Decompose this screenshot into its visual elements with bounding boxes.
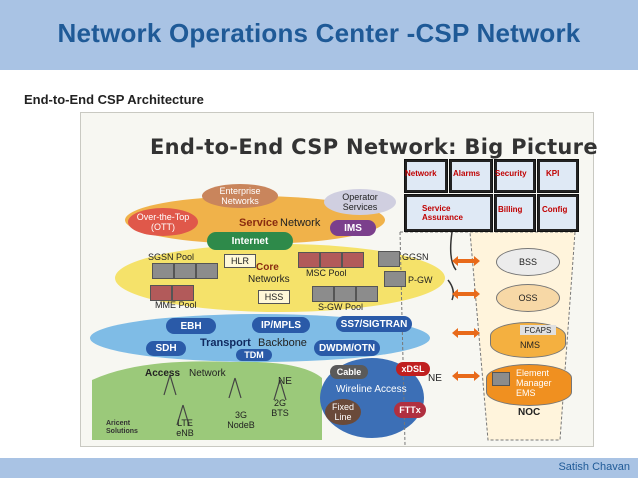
sgw-pool-label: S-GW Pool (318, 302, 364, 312)
slide-title: Network Operations Center -CSP Network (57, 18, 581, 48)
noc-label-billing: Billing (498, 205, 523, 214)
noc-screen-billing (494, 194, 536, 232)
hlr-box: HLR (224, 254, 256, 268)
sgw-server (356, 286, 378, 302)
sgsn-server (196, 263, 218, 279)
bss-layer: BSS (496, 248, 560, 276)
ne-label-right: NE (428, 373, 442, 384)
oss-layer: OSS (496, 284, 560, 312)
ggsn-label: GGSN (402, 252, 429, 262)
noc-label-config: Config (542, 205, 568, 214)
noc-label-security: Security (495, 169, 527, 178)
dwdm-pill: DWDM/OTN (314, 340, 380, 356)
noc-screen-security (494, 159, 536, 193)
arrow-bss (452, 256, 480, 266)
noc-screen-alarms (449, 159, 493, 193)
enterprise-networks-bubble: Enterprise Networks (202, 184, 278, 208)
noc-label-service-assurance: Service Assurance (422, 204, 463, 222)
sgsn-server (152, 263, 174, 279)
mme-server (172, 285, 194, 301)
arrow-ems (452, 371, 480, 381)
noc-screen-network (404, 159, 448, 193)
noc-label: NOC (518, 407, 541, 418)
ims-pill: IMS (330, 220, 376, 236)
sdh-pill: SDH (146, 341, 186, 356)
enb-label: LTE eNB (176, 418, 194, 438)
fixed-line-bubble: Fixed Line (325, 399, 361, 425)
access-label-bold: Access (145, 368, 181, 379)
xdsl-pill: xDSL (396, 362, 430, 376)
ems-server-icon (492, 372, 510, 386)
nms-label: NMS (520, 340, 540, 350)
ggsn-server (378, 251, 400, 267)
noc-label-kpi: KPI (546, 169, 560, 178)
service-label-bold: Service (239, 217, 279, 229)
sgsn-pool-label: SGSN Pool (148, 252, 195, 262)
vendor-logo: Aricent Solutions (106, 420, 138, 435)
pgw-label: P-GW (408, 275, 433, 285)
arrow-oss (452, 289, 480, 299)
noc-screen-service-assurance (404, 194, 493, 232)
noc-label-alarms: Alarms (453, 169, 481, 178)
tdm-pill: TDM (236, 349, 272, 361)
arrow-nms (452, 328, 480, 338)
internet-pill: Internet (207, 232, 293, 250)
access-cloud (92, 361, 322, 440)
fcaps-box: FCAPS (520, 325, 556, 335)
sgw-server (334, 286, 356, 302)
sgw-server (312, 286, 334, 302)
core-label: Networks (248, 274, 290, 285)
tower-icons (163, 374, 287, 426)
hss-box: HSS (258, 290, 290, 304)
wireline-label: Wireline Access (336, 384, 407, 395)
section-title: End-to-End CSP Architecture (24, 92, 204, 107)
mme-pool-label: MME Pool (155, 300, 197, 310)
nodeb-label: 3G NodeB (227, 410, 255, 430)
ott-bubble: Over-the-Top (OTT) (128, 208, 198, 236)
service-label: Network (280, 217, 321, 229)
sgsn-server (174, 263, 196, 279)
slide-header: Network Operations Center -CSP Network (0, 0, 638, 70)
mme-server (150, 285, 172, 301)
operator-services-bubble: Operator Services (324, 189, 396, 215)
noc-label-network: Network (405, 169, 437, 178)
transport-label: Backbone (258, 337, 307, 349)
transport-label-bold: Transport (200, 337, 251, 349)
noc-screen-config (537, 194, 579, 232)
diagram-title: End-to-End CSP Network: Big Picture (150, 135, 598, 159)
msc-server (298, 252, 320, 268)
cable-pill: Cable (330, 365, 368, 379)
pgw-server (384, 271, 406, 287)
noc-screen-kpi (537, 159, 579, 193)
ne-label-left: NE (278, 376, 292, 387)
fttx-pill: FTTx (394, 402, 426, 418)
core-label-bold: Core (256, 262, 279, 273)
msc-pool-label: MSC Pool (306, 268, 347, 278)
ems-label: Element Manager EMS (516, 368, 552, 398)
bts-label: 2G BTS (271, 398, 289, 418)
author-name: Satish Chavan (558, 461, 630, 473)
msc-server (342, 252, 364, 268)
ss7-pill: SS7/SIGTRAN (336, 316, 412, 332)
ipmpls-pill: IP/MPLS (252, 317, 310, 333)
ebh-pill: EBH (166, 318, 216, 334)
msc-server (320, 252, 342, 268)
access-label: Network (189, 368, 226, 379)
service-cloud (125, 196, 385, 244)
slide-footer: Satish Chavan (0, 458, 638, 478)
